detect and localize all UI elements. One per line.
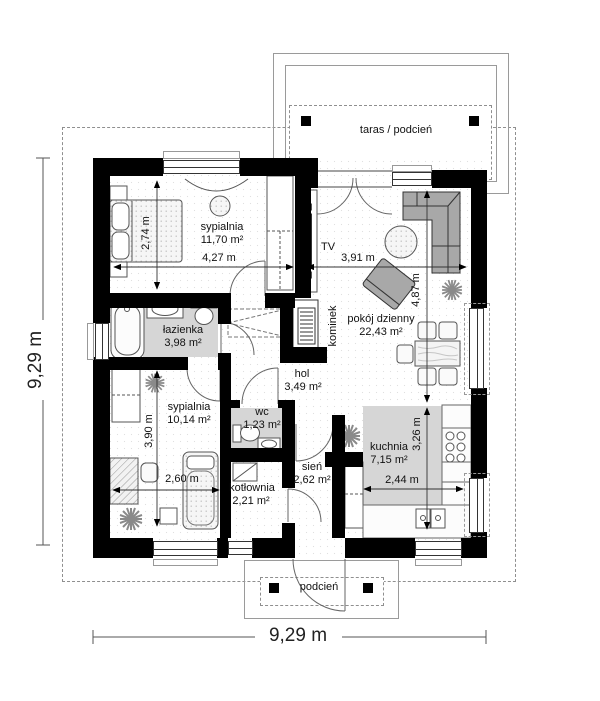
window: [153, 541, 218, 556]
room-area-pokoj-dzienny: 22,43 m²: [359, 326, 403, 339]
dim-label-bedroom2-width: 2,60 m: [165, 473, 199, 486]
wall-segment: [282, 400, 295, 488]
wall-segment: [471, 170, 487, 308]
window: [415, 541, 462, 556]
room-label-sien: sień: [301, 461, 323, 474]
window: [469, 478, 484, 533]
terrace-label: taras / podcień: [359, 124, 433, 137]
wall-segment: [345, 538, 415, 558]
wall-segment: [332, 415, 345, 538]
dim-label-living-depth: 4,87 m: [410, 273, 423, 307]
wall-segment: [93, 360, 110, 558]
dim-label-bedroom1-width: 4,27 m: [202, 252, 236, 265]
room-label-hol: hol: [294, 368, 310, 381]
dim-label-overall-width: 9,29 m: [268, 625, 328, 647]
porch-column: [269, 583, 279, 593]
wall-segment: [325, 452, 363, 467]
room-label-kotlownia: kotłownia: [229, 482, 275, 495]
wall-segment: [220, 448, 295, 462]
window-recess: [464, 303, 490, 395]
room-area-kuchnia: 7,15 m²: [370, 454, 408, 467]
wall-segment: [252, 538, 295, 558]
dim-label-bedroom1-depth: 2,74 m: [140, 216, 153, 250]
dim-label-overall-height: 9,29 m: [25, 330, 47, 390]
window-sill: [87, 323, 94, 360]
wall-segment: [295, 158, 311, 298]
room-area-sypialnia-2: 10,14 m²: [167, 414, 211, 427]
window: [469, 308, 484, 389]
wall-segment: [461, 538, 487, 558]
window: [392, 172, 432, 186]
wall-segment: [308, 170, 318, 188]
window: [163, 160, 240, 174]
wall-segment: [93, 357, 188, 370]
room-label-sypialnia-1: sypialnia: [200, 221, 244, 234]
window-recess: [464, 473, 490, 537]
wall-segment: [282, 523, 295, 538]
room-label-kuchnia: kuchnia: [370, 441, 408, 454]
wall-segment: [218, 293, 231, 324]
wall-segment: [93, 158, 110, 323]
room-label-wc: wc: [255, 406, 269, 419]
wall-segment: [93, 158, 163, 176]
room-area-sien: 2,62 m²: [293, 474, 331, 487]
wall-segment: [280, 293, 293, 352]
window: [95, 323, 109, 360]
room-label-lazienka: łazienka: [162, 324, 204, 337]
fireplace-label: kominek: [327, 305, 340, 347]
dim-label-bedroom2-depth: 3,90 m: [143, 414, 156, 448]
room-area-sypialnia-1: 11,70 m²: [200, 234, 244, 247]
room-label-pokoj-dzienny: pokój dzienny: [347, 313, 415, 326]
terrace-column: [469, 116, 479, 126]
dim-label-kitchen-depth: 3,26 m: [411, 417, 424, 451]
porch-outer: [244, 560, 399, 619]
wall-segment: [220, 357, 231, 370]
wall-segment: [471, 388, 487, 478]
wall-segment: [93, 293, 230, 308]
window-sill: [163, 151, 240, 159]
wall-segment: [280, 347, 327, 363]
tv-label: TV: [320, 241, 336, 254]
porch-column: [363, 583, 373, 593]
wall-segment: [217, 538, 228, 558]
window-sill: [153, 559, 218, 566]
window-sill: [392, 165, 432, 172]
room-area-hol: 3,49 m²: [284, 381, 322, 394]
room-area-kotlownia: 2,21 m²: [232, 495, 270, 508]
dim-label-living-width: 3,91 m: [341, 252, 375, 265]
wall-segment: [93, 538, 153, 558]
terrace-column: [301, 116, 311, 126]
dim-label-kitchen-width: 2,44 m: [385, 474, 419, 487]
room-area-lazienka: 3,98 m²: [164, 337, 202, 350]
window: [228, 541, 253, 555]
room-label-sypialnia-2: sypialnia: [167, 401, 211, 414]
porch-label: podcień: [299, 581, 339, 594]
room-area-wc: 1,23 m²: [243, 419, 281, 432]
wall-segment: [231, 400, 240, 408]
window-sill: [415, 559, 462, 566]
